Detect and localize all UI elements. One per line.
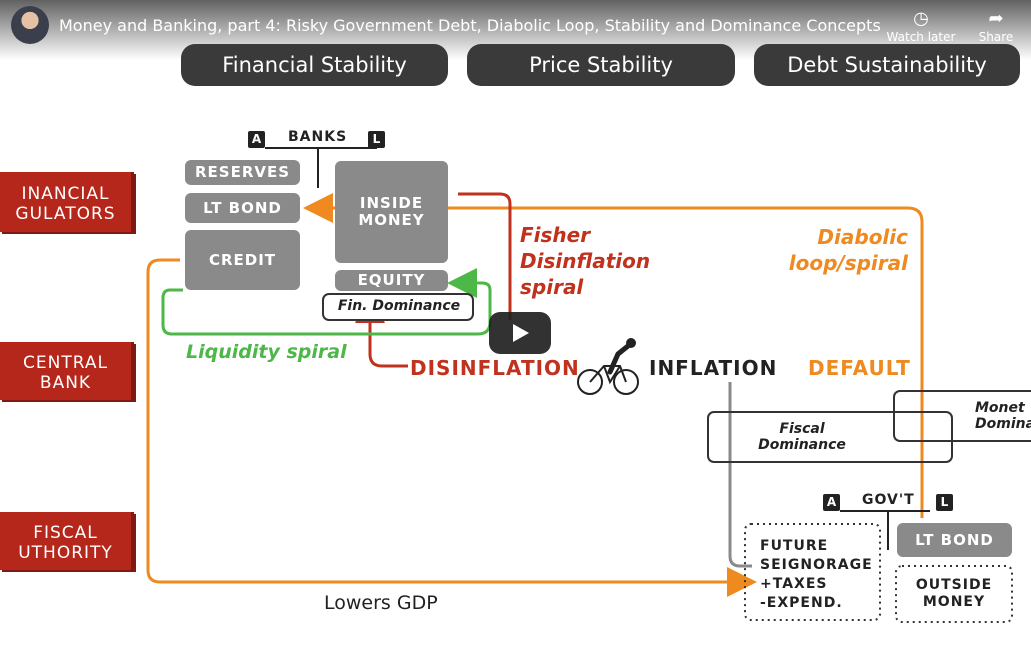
- disinflation-arrow: [355, 293, 408, 368]
- cyclist-icon: [577, 338, 639, 395]
- share-button[interactable]: ➦ Share: [961, 8, 1031, 44]
- tab-financial-regulators: INANCIAL GULATORS: [0, 172, 134, 232]
- diabolic-line1: Diabolic: [817, 225, 908, 249]
- tab-fiscal-authority-line2: UTHORITY: [18, 543, 113, 563]
- govt-t-account-line: [840, 510, 930, 550]
- pill-financial-stability: Financial Stability: [181, 44, 448, 86]
- fiscal-dominance-line1: Fiscal: [779, 421, 825, 437]
- outside-money-line2: MONEY: [922, 594, 986, 610]
- inside-money-line1: INSIDE: [359, 194, 424, 212]
- fisher-line1: Fisher: [520, 223, 591, 247]
- equity-box: EQUITY: [335, 270, 448, 291]
- tab-central-bank-line1: CENTRAL: [23, 353, 108, 373]
- banks-liability-tag: L: [368, 131, 385, 148]
- share-arrow-icon: ➦: [988, 8, 1004, 29]
- tab-central-bank-line2: BANK: [39, 373, 92, 393]
- diabolic-loop-arrow: [303, 193, 924, 518]
- govt-lt-bond-box: LT BOND: [897, 523, 1012, 557]
- fisher-spiral-arrow: [458, 192, 512, 320]
- fisher-line2: Disinflation: [520, 249, 651, 273]
- video-title[interactable]: Money and Banking, part 4: Risky Governm…: [59, 16, 881, 35]
- fiscal-dominance-line2: Dominance: [758, 437, 846, 453]
- pill-debt-sustainability: Debt Sustainability: [754, 44, 1020, 86]
- play-button[interactable]: [489, 312, 551, 354]
- tab-central-bank: CENTRAL BANK: [0, 342, 134, 400]
- future-line2: SEIGNORAGE: [760, 557, 873, 573]
- credit-box: CREDIT: [185, 230, 300, 290]
- fiscal-dominance-label: Fiscal Dominance: [740, 421, 864, 453]
- monetary-dominance-label: Monet Domina: [975, 400, 1031, 432]
- share-label: Share: [978, 30, 1014, 44]
- future-box: [744, 523, 881, 621]
- monetary-dominance-box: [893, 390, 1031, 442]
- tab-fiscal-authority: FISCAL UTHORITY: [0, 512, 134, 570]
- watch-later-button[interactable]: ◷ Watch later: [886, 8, 956, 44]
- watch-later-label: Watch later: [886, 30, 956, 44]
- future-line3: +TAXES: [760, 576, 828, 592]
- liquidity-spiral-label: Liquidity spiral: [186, 341, 347, 363]
- inside-money-line2: MONEY: [358, 211, 425, 229]
- outside-money-line1: OUTSIDE: [915, 577, 993, 593]
- govt-liability-tag: L: [936, 494, 953, 511]
- diabolic-line2: loop/spiral: [788, 251, 908, 275]
- outside-money-label: OUTSIDE MONEY: [896, 577, 1012, 611]
- default-label: DEFAULT: [808, 356, 911, 380]
- fin-dominance-box: [322, 293, 474, 321]
- fisher-line3: spiral: [520, 275, 584, 299]
- banks-lt-bond-box: LT BOND: [185, 193, 300, 223]
- clock-icon: ◷: [913, 8, 929, 29]
- banks-header: BANKS: [288, 129, 348, 145]
- outside-money-box: [895, 565, 1013, 623]
- monetary-dominance-line2: Domina: [975, 416, 1031, 432]
- inflation-label: INFLATION: [649, 356, 778, 380]
- govt-header: GOV'T: [862, 492, 915, 508]
- tab-fiscal-authority-line1: FISCAL: [33, 523, 98, 543]
- banks-t-account-line: [265, 147, 377, 188]
- pill-price-stability: Price Stability: [467, 44, 735, 86]
- diabolic-label: Diabolic loop/spiral: [788, 224, 908, 276]
- liquidity-spiral-arrow: [161, 268, 492, 336]
- tab-financial-regulators-line2: GULATORS: [15, 204, 116, 224]
- channel-avatar[interactable]: [11, 6, 49, 44]
- future-line1: FUTURE: [760, 538, 829, 554]
- disinflation-label: DISINFLATION: [410, 356, 580, 380]
- inside-money-box: INSIDE MONEY: [335, 161, 448, 263]
- lowers-gdp-label: Lowers GDP: [324, 592, 438, 614]
- inflation-line: [728, 382, 752, 568]
- fisher-label: Fisher Disinflation spiral: [520, 222, 650, 300]
- govt-asset-tag: A: [823, 494, 840, 511]
- tab-financial-regulators-line1: INANCIAL: [21, 184, 110, 204]
- future-label: FUTURE SEIGNORAGE +TAXES -EXPEND.: [760, 537, 873, 613]
- lowers-gdp-arrow: [146, 258, 757, 597]
- reserves-box: RESERVES: [185, 160, 300, 185]
- monetary-dominance-line1: Monet: [975, 400, 1025, 416]
- banks-asset-tag: A: [248, 131, 265, 148]
- fiscal-dominance-box: [707, 411, 953, 463]
- fin-dominance-label: Fin. Dominance: [337, 298, 461, 314]
- future-line4: -EXPEND.: [760, 595, 843, 611]
